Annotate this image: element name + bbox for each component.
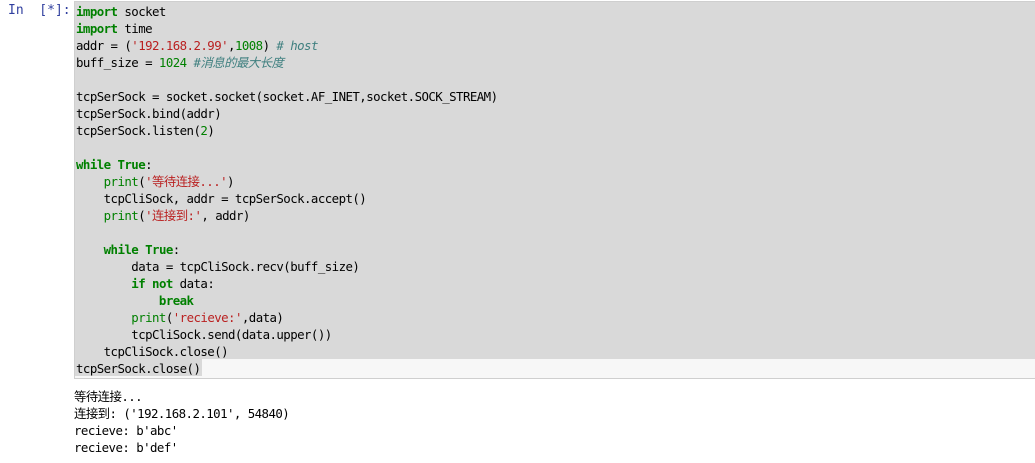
code-token: : (172, 242, 180, 257)
code-token: import (76, 4, 118, 19)
code-token: '192.168.2.99' (131, 38, 229, 53)
output-line: recieve: b'def' (74, 440, 178, 455)
output-line: 等待连接... (74, 389, 143, 404)
code-line: import time (76, 20, 498, 37)
code-token: ) (262, 38, 277, 53)
code-token: tcpSerSock = socket.socket(socket.AF_INE… (76, 89, 498, 104)
code-token: tcpCliSock.close() (76, 344, 229, 359)
code-token: ( (165, 310, 173, 325)
output-line: recieve: b'abc' (74, 423, 178, 438)
code-token: , addr) (201, 208, 250, 223)
code-token: ) (207, 123, 215, 138)
code-token: if (131, 276, 146, 291)
code-token (76, 310, 131, 325)
code-token: tcpSerSock.bind(addr) (76, 106, 222, 121)
code-token: ,data) (241, 310, 284, 325)
code-line: tcpSerSock = socket.socket(socket.AF_INE… (76, 88, 498, 105)
code-token: time (117, 21, 153, 36)
code-line: print('连接到:', addr) (76, 207, 498, 224)
code-line: tcpSerSock.bind(addr) (76, 105, 498, 122)
code-token: '等待连接...' (145, 174, 228, 189)
code-line: buff_size = 1024 #消息的最大长度 (76, 54, 498, 71)
code-token: 1008 (234, 38, 263, 53)
code-line: data = tcpCliSock.recv(buff_size) (76, 258, 498, 275)
code-token: ( (138, 174, 146, 189)
last-line-selection (75, 359, 202, 376)
code-line: if not data: (76, 275, 498, 292)
code-token (76, 242, 104, 257)
cell-input-prompt: In [*]: (8, 3, 71, 18)
code-token: while (76, 157, 111, 172)
code-token: print (131, 310, 166, 325)
code-token: tcpSerSock.listen( (76, 123, 201, 138)
code-line: tcpCliSock.send(data.upper()) (76, 326, 498, 343)
code-token: ( (138, 208, 146, 223)
code-token: data = tcpCliSock.recv(buff_size) (76, 259, 360, 274)
code-token: True (117, 157, 146, 172)
code-token: buff_size = (76, 55, 159, 70)
output-line: 连接到: ('192.168.2.101', 54840) (74, 406, 290, 421)
code-token: not (152, 276, 173, 291)
code-line: print('recieve:',data) (76, 309, 498, 326)
code-token: 'recieve:' (172, 310, 243, 325)
code-token: addr = ( (76, 38, 132, 53)
code-line: while True: (76, 156, 498, 173)
code-token: #消息的最大长度 (193, 55, 284, 70)
code-token: , (228, 38, 235, 53)
code-line: while True: (76, 241, 498, 258)
code-token: socket (117, 4, 166, 19)
code-token: '连接到:' (145, 208, 202, 223)
code-token: while (103, 242, 139, 257)
code-line: break (76, 292, 498, 309)
cell-output: 等待连接... 连接到: ('192.168.2.101', 54840) reci… (74, 388, 290, 456)
code-line (76, 139, 498, 156)
code-line (76, 224, 498, 241)
code-token: break (158, 293, 194, 308)
code-token: print (103, 208, 139, 223)
code-line: tcpCliSock.close() (76, 343, 498, 360)
code-line: addr = ('192.168.2.99',1008) # host (76, 37, 498, 54)
code-line: tcpSerSock.close() (76, 360, 498, 377)
code-token: tcpCliSock.send(data.upper()) (76, 327, 332, 342)
code-token (76, 208, 104, 223)
code-token: tcpSerSock.close() (76, 361, 201, 376)
code-token: True (145, 242, 173, 257)
code-line: print('等待连接...') (76, 173, 498, 190)
code-token: # host (276, 38, 318, 53)
code-token (76, 174, 104, 189)
code-token (145, 276, 152, 291)
code-line: tcpCliSock, addr = tcpSerSock.accept() (76, 190, 498, 207)
selection-highlight (75, 2, 1035, 359)
code-token: tcpCliSock, addr = tcpSerSock.accept() (76, 191, 367, 206)
code-token: : (145, 157, 153, 172)
code-token: print (103, 174, 139, 189)
code-token: 1024 (158, 55, 187, 70)
code-token (76, 276, 131, 291)
code-token (76, 293, 159, 308)
code-token: data: (172, 276, 215, 291)
code-line: tcpSerSock.listen(2) (76, 122, 498, 139)
code-token: ) (227, 174, 234, 189)
code-token: import (76, 21, 118, 36)
code-line: import socket (76, 3, 498, 20)
code-line (76, 71, 498, 88)
code-token: 2 (200, 123, 208, 138)
